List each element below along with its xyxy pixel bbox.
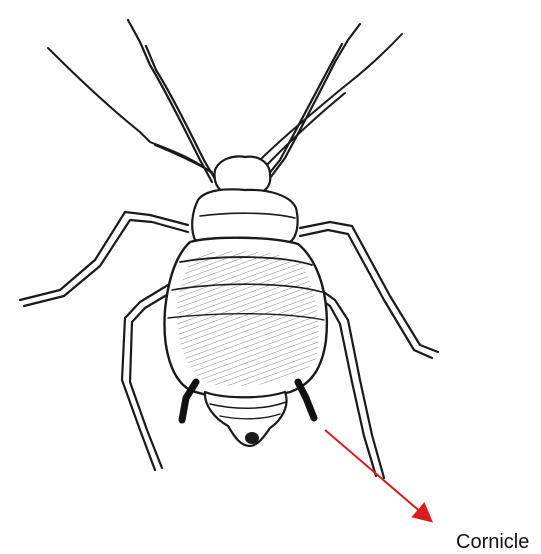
abdomen-shading — [177, 251, 319, 386]
left-foreleg — [128, 20, 212, 182]
right-antenna — [258, 34, 402, 162]
aphid-illustration — [20, 20, 438, 478]
antennae — [48, 34, 402, 178]
left-cornicle — [182, 382, 196, 420]
right-cornicle — [298, 382, 314, 418]
left-hindleg — [122, 285, 168, 470]
cauda-tip — [245, 432, 259, 444]
pointer-arrow — [325, 430, 430, 520]
cornicle-label: Cornicle — [456, 531, 529, 553]
thorax — [192, 189, 297, 244]
right-foreleg-inner — [264, 44, 342, 180]
right-antenna-inner — [262, 93, 345, 170]
left-foreleg-inner — [146, 46, 218, 184]
left-antenna — [48, 48, 218, 178]
